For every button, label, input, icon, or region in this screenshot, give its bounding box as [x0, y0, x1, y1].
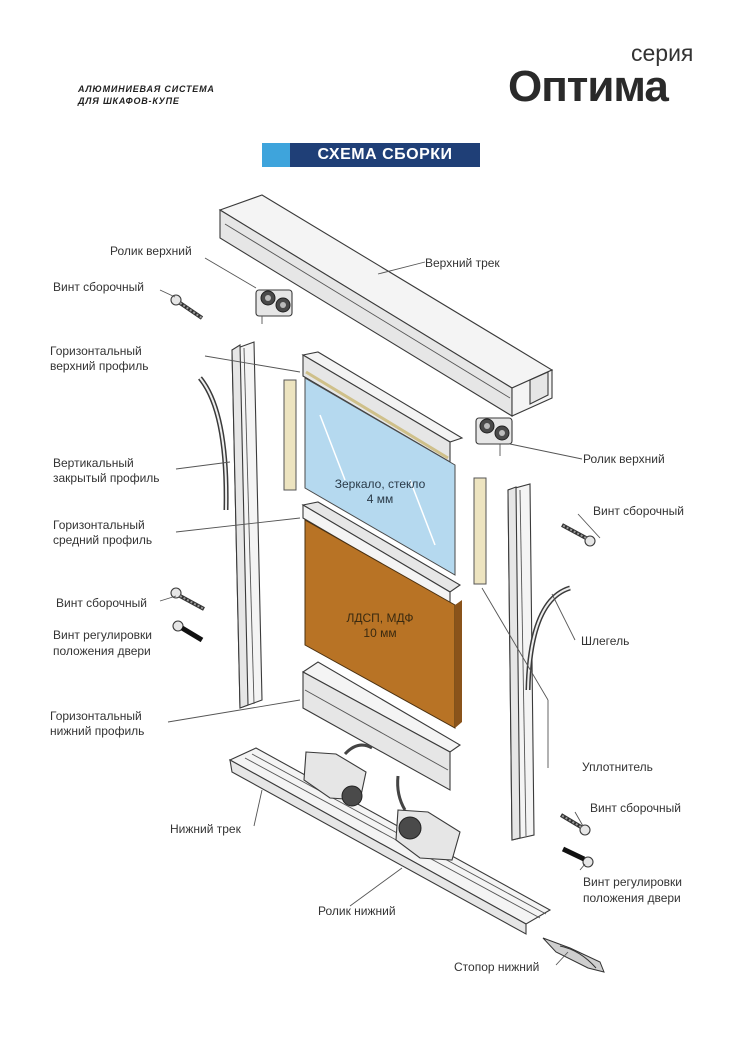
top-roller-left	[255, 289, 293, 324]
system-subtitle: АЛЮМИНИЕВАЯ СИСТЕМА ДЛЯ ШКАФОВ-КУПЕ	[78, 83, 215, 107]
screw-right-top	[561, 523, 596, 547]
screw-right-bottom	[559, 813, 591, 836]
series-word: серия	[631, 40, 694, 66]
chipboard-panel: ЛДСП, МДФ 10 мм	[304, 519, 462, 729]
label-screw-1: Винт сборочный	[53, 280, 144, 294]
bottom-roller-2	[395, 775, 461, 861]
seal-left	[283, 379, 297, 491]
glass-panel: Зеркало, стекло 4 мм	[304, 377, 456, 576]
label-roller-top-left: Ролик верхний	[110, 244, 192, 258]
brand-logo: Оптима	[508, 62, 669, 111]
bottom-roller-1	[303, 743, 373, 807]
part-labels: Ролик верхний Верхний трек Винт сборочны…	[50, 244, 684, 974]
label-schlegel: Шлегель	[581, 634, 629, 648]
label-vert-closed-2: закрытый профиль	[53, 471, 160, 485]
horizontal-top-profile	[301, 351, 464, 463]
leader-lines	[159, 257, 601, 966]
title-accent-block	[262, 143, 290, 167]
label-horiz-top-1: Горизонтальный	[50, 344, 142, 358]
bottom-stopper	[542, 937, 605, 973]
subtitle-line-1: АЛЮМИНИЕВАЯ СИСТЕМА	[78, 84, 215, 94]
label-roller-bottom: Ролик нижний	[318, 904, 396, 918]
label-roller-top-right: Ролик верхний	[583, 452, 665, 466]
label-adj-left-1: Винт регулировки	[53, 628, 152, 642]
label-bottom-track: Нижний трек	[170, 822, 242, 836]
glass-label-line-2: 4 мм	[367, 492, 394, 506]
label-bottom-stopper: Стопор нижний	[454, 960, 539, 974]
top-track	[218, 194, 554, 417]
adjustment-screw-left	[172, 620, 204, 643]
top-roller-right	[475, 417, 513, 456]
vertical-profile-left	[231, 341, 263, 709]
glass-label-line-1: Зеркало, стекло	[335, 477, 426, 491]
horizontal-bottom-profile	[301, 661, 462, 791]
label-horiz-mid-2: средний профиль	[53, 533, 152, 547]
chip-label-line-2: 10 мм	[363, 626, 396, 640]
label-adj-right-1: Винт регулировки	[583, 875, 682, 889]
label-horiz-mid-1: Горизонтальный	[53, 518, 145, 532]
screw-top-left	[170, 294, 204, 320]
label-seal: Уплотнитель	[582, 760, 653, 774]
vertical-profile-right	[507, 483, 535, 841]
label-screw-3: Винт сборочный	[56, 596, 147, 610]
chip-label-line-1: ЛДСП, МДФ	[347, 611, 414, 625]
subtitle-line-2: ДЛЯ ШКАФОВ-КУПЕ	[78, 96, 180, 106]
label-screw-2: Винт сборочный	[593, 504, 684, 518]
screw-mid-left	[170, 587, 205, 611]
label-adj-left-2: положения двери	[53, 644, 151, 658]
label-horiz-bottom-2: нижний профиль	[50, 724, 144, 738]
label-horiz-bottom-1: Горизонтальный	[50, 709, 142, 723]
page-title: СХЕМА СБОРКИ	[290, 143, 480, 167]
label-vert-closed-1: Вертикальный	[53, 456, 134, 470]
adjustment-screw-right	[561, 846, 594, 868]
label-top-track: Верхний трек	[425, 256, 500, 270]
bottom-track	[228, 747, 552, 935]
label-adj-right-2: положения двери	[583, 891, 681, 905]
label-screw-4: Винт сборочный	[590, 801, 681, 815]
label-horiz-top-2: верхний профиль	[50, 359, 149, 373]
seal-right	[473, 477, 487, 585]
